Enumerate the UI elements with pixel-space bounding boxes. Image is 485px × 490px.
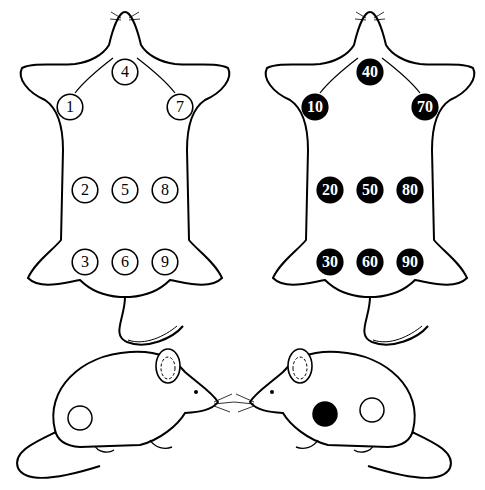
callout-number: 3 [81, 254, 89, 270]
callout-number: 6 [121, 254, 129, 270]
mark-circle: 80 [396, 176, 424, 204]
callout-number: 1 [66, 99, 74, 115]
mark-circle: 4 [111, 58, 139, 86]
mark-circle: 5 [111, 176, 139, 204]
mark-circle: 20 [316, 176, 344, 204]
mark-circle: 60 [356, 248, 384, 276]
mark-circle: 2 [71, 176, 99, 204]
mark-circle: 10 [301, 93, 329, 121]
mark-circle: 70 [411, 93, 439, 121]
mark-circle: 3 [71, 248, 99, 276]
callout-number: 80 [402, 182, 418, 198]
mark-circle: 7 [166, 93, 194, 121]
callout-number: 90 [402, 254, 418, 270]
callout-number: 10 [307, 99, 323, 115]
mark-circle: 50 [356, 176, 384, 204]
mark-circle: 90 [396, 248, 424, 276]
mark-circle: 8 [151, 176, 179, 204]
callout-number: 2 [81, 182, 89, 198]
callout-number: 60 [362, 254, 378, 270]
callout-number: 9 [161, 254, 169, 270]
mark-circle: 1 [56, 93, 84, 121]
callout-number: 20 [322, 182, 338, 198]
mark-circle: 6 [111, 248, 139, 276]
callout-number: 5 [121, 182, 129, 198]
mark-circle: 30 [316, 248, 344, 276]
callout-number: 50 [362, 182, 378, 198]
mark-circle: 40 [356, 58, 384, 86]
callout-number: 70 [417, 99, 433, 115]
callout-number: 7 [176, 99, 184, 115]
callout-number: 30 [322, 254, 338, 270]
mark-circle: 9 [151, 248, 179, 276]
callout-number: 8 [161, 182, 169, 198]
callout-number: 40 [362, 64, 378, 80]
callout-number: 4 [121, 64, 129, 80]
